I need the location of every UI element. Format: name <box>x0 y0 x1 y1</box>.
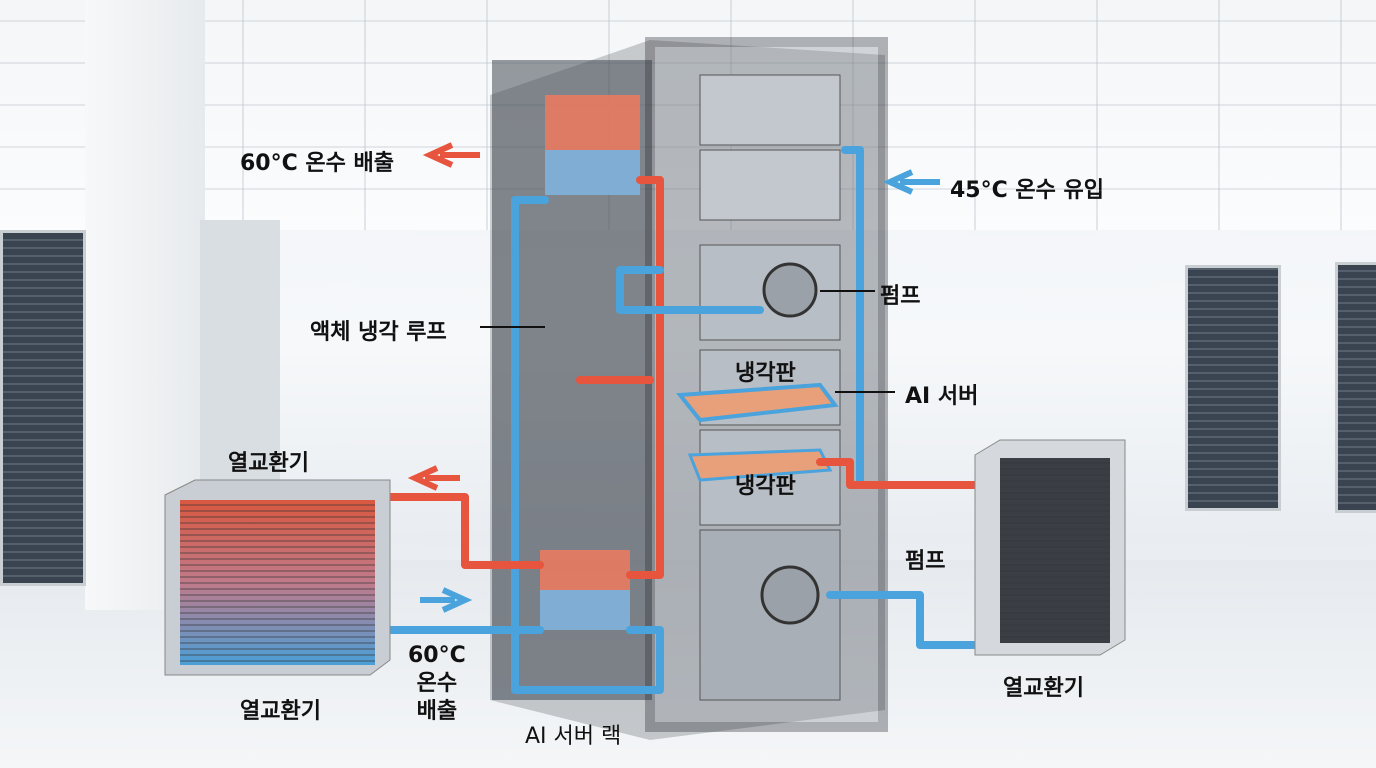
label-heat-exchanger-right: 열교환기 <box>1003 676 1084 701</box>
label-ai-server: AI 서버 <box>905 384 979 409</box>
server-cabinet-right-2 <box>1335 262 1376 513</box>
label-liquid-loop: 액체 냉각 루프 <box>310 320 447 345</box>
hot-out-arrow-left <box>407 465 460 491</box>
label-heat-exchanger-left-bottom: 열교환기 <box>240 699 321 724</box>
cold-pipe-right <box>841 146 864 484</box>
cold-pipe-bottom-right <box>826 591 1004 649</box>
label-warm-in: 45°C 온수 유입 <box>950 178 1105 203</box>
label-heat-exchanger-left-top: 열교환기 <box>228 451 309 476</box>
label-pump-top: 펌프 <box>880 284 921 309</box>
label-cold-plate-1: 냉각판 <box>735 361 796 386</box>
label-cold-plate-2: 냉각판 <box>735 474 796 499</box>
label-line: 배출 <box>416 699 458 724</box>
ceiling <box>0 0 1376 230</box>
hot-out-arrow <box>422 142 480 168</box>
server-cabinet-right-1 <box>1185 265 1281 511</box>
cold-in-arrow-left <box>420 587 473 613</box>
hot-pipe-rack <box>626 176 664 579</box>
label-line: 온수 <box>416 671 458 696</box>
cold-plate-2 <box>687 448 833 482</box>
cold-pipe-loop <box>511 196 664 694</box>
hot-pipe-right <box>816 458 979 489</box>
hot-pipe-left <box>386 493 544 569</box>
label-line: 60°C <box>408 643 466 668</box>
server-cabinet-left <box>0 230 86 586</box>
label-hot-out-bottom: 60°C 온수 배출 <box>408 642 466 726</box>
label-pump-bottom: 펌프 <box>905 549 946 574</box>
label-hot-out-top: 60°C 온수 배출 <box>240 151 395 176</box>
cold-plate-1 <box>676 382 839 423</box>
label-rack: AI 서버 랙 <box>525 724 622 749</box>
cold-pipe-server <box>616 266 764 314</box>
pump-top-icon <box>762 262 818 318</box>
pump-bottom-icon <box>760 565 820 625</box>
warm-in-arrow <box>882 169 940 195</box>
